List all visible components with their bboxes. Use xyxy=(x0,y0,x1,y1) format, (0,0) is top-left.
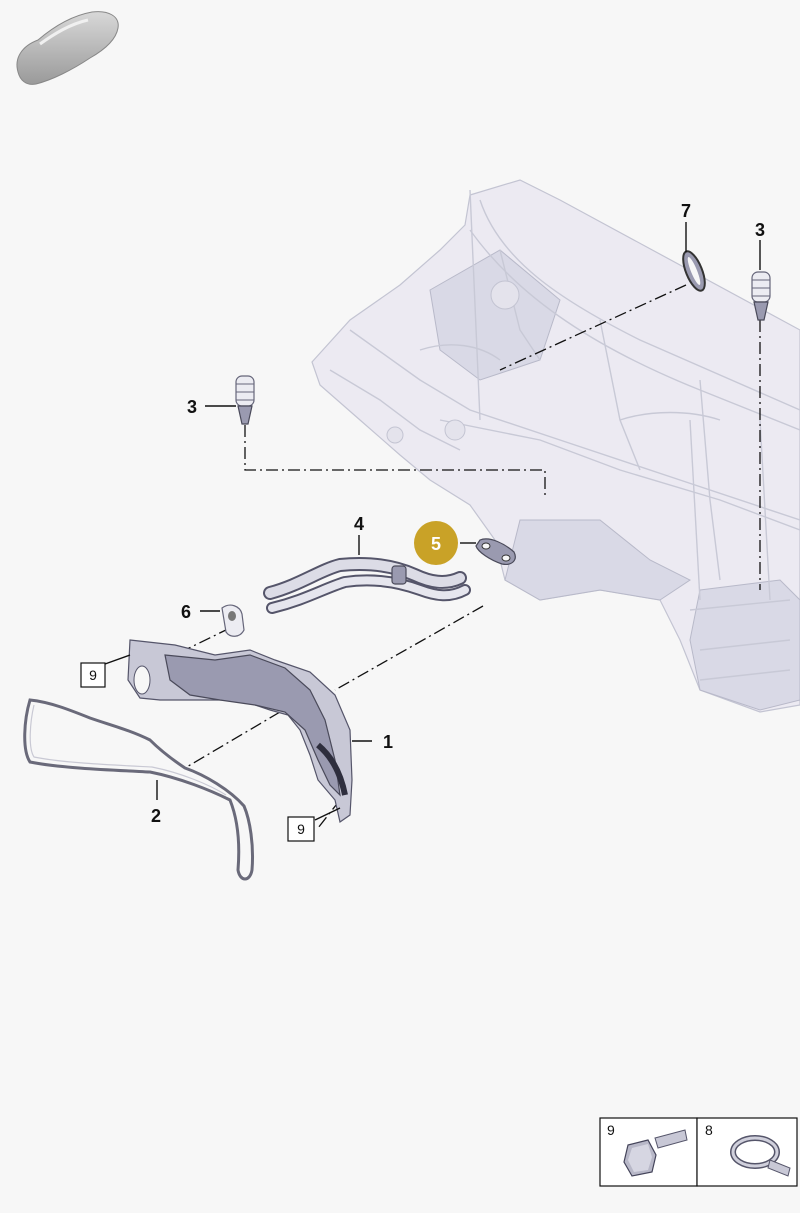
svg-text:9: 9 xyxy=(297,821,305,837)
label-5[interactable]: 5 xyxy=(431,534,441,554)
part-6-washer[interactable] xyxy=(221,604,245,637)
callout-5-highlighted[interactable]: 5 xyxy=(414,521,458,565)
label-3-left[interactable]: 3 xyxy=(187,397,197,417)
legend-number-8: 8 xyxy=(705,1122,713,1138)
car-thumbnail-icon[interactable] xyxy=(16,11,119,85)
legend-table: 9 8 xyxy=(599,1117,798,1187)
leader-lines xyxy=(104,222,761,821)
part-3-clip-right[interactable] xyxy=(751,271,771,321)
part-5-grommet[interactable] xyxy=(475,538,516,565)
hose-clamp-icon[interactable] xyxy=(730,1135,791,1177)
part-2-seal[interactable] xyxy=(23,698,254,881)
boxed-label-9-lower[interactable]: 9 xyxy=(287,816,315,842)
part-1-heat-shield[interactable] xyxy=(127,639,353,824)
label-7[interactable]: 7 xyxy=(681,201,691,221)
label-4[interactable]: 4 xyxy=(354,514,364,534)
label-6[interactable]: 6 xyxy=(181,602,191,622)
svg-text:9: 9 xyxy=(89,667,97,683)
part-4-pipe[interactable] xyxy=(263,557,471,614)
boxed-label-9-upper[interactable]: 9 xyxy=(80,662,106,688)
label-3-right[interactable]: 3 xyxy=(755,220,765,240)
bolt-icon[interactable] xyxy=(623,1129,688,1177)
vehicle-body-structure xyxy=(311,179,800,713)
label-1[interactable]: 1 xyxy=(383,732,393,752)
label-2[interactable]: 2 xyxy=(151,806,161,826)
part-labels: 7 3 3 4 6 1 2 xyxy=(151,201,765,826)
legend-number-9: 9 xyxy=(607,1122,615,1138)
part-3-clip-left[interactable] xyxy=(235,375,255,425)
